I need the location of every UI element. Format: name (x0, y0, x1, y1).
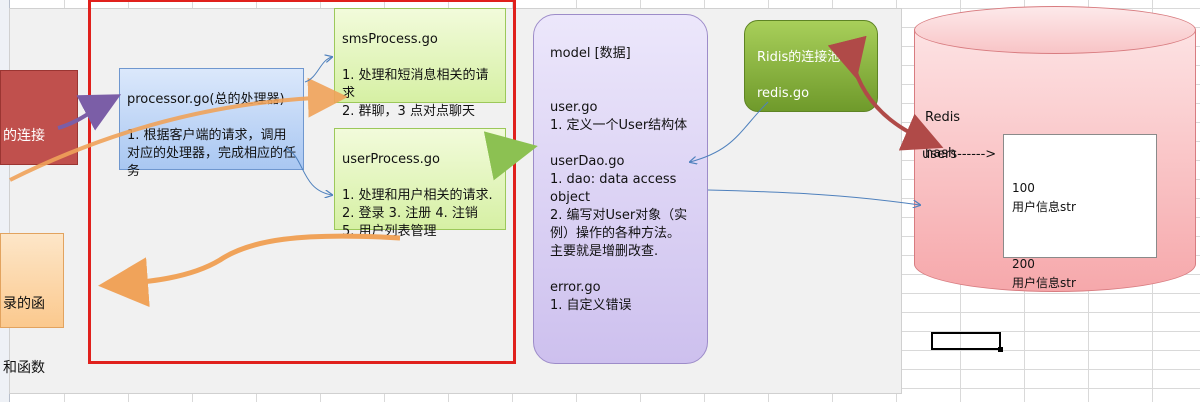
hash-table: 100 用户信息str 200 用户信息str (1003, 134, 1157, 290)
hash-row: 200 用户信息str (1012, 236, 1148, 293)
redis-pool-box: Ridis的连接池 redis.go (744, 20, 878, 112)
model-text: user.go 1. 定义一个User结构体 userDao.go 1. dao… (550, 100, 688, 313)
client-functions-line-1: 录的函 (3, 296, 45, 312)
processor-text: 1. 根据客户端的请求，调用对应的处理器，完成相应的任务 (127, 128, 297, 179)
processor-box: processor.go(总的处理器) 1. 根据客户端的请求，调用对应的处理器… (119, 68, 304, 179)
client-functions-line-2: 和函数 (3, 360, 45, 376)
hash-row-id: 200 (1012, 257, 1035, 271)
user-process-title: userProcess.go (342, 152, 441, 167)
hash-row-value: 用户信息str (1012, 276, 1076, 290)
model-title: model [数据] (550, 46, 631, 61)
redis-title: Redis (925, 110, 961, 125)
sms-process-text: 1. 处理和短消息相关的请求 2. 群聊，3 点对点聊天 (342, 68, 489, 119)
redis-pool-file: redis.go (757, 86, 810, 101)
users-label: users------> (922, 147, 997, 162)
redis-cylinder-top (914, 6, 1196, 54)
hash-row: 100 用户信息str (1012, 160, 1148, 217)
hash-row-id: 100 (1012, 181, 1035, 195)
user-process-box: userProcess.go 1. 处理和用户相关的请求. 2. 登录 3. 注… (334, 128, 506, 239)
user-process-text: 1. 处理和用户相关的请求. 2. 登录 3. 注册 4. 注销 5. 用户列表… (342, 188, 493, 239)
client-functions-box: 录的函 和函数 (0, 233, 64, 376)
sms-process-title: smsProcess.go (342, 32, 438, 47)
client-connection-text: 的连接 (3, 128, 45, 144)
sms-process-box: smsProcess.go 1. 处理和短消息相关的请求 2. 群聊，3 点对点… (334, 8, 506, 119)
redis-pool-title: Ridis的连接池 (757, 50, 841, 65)
processor-title: processor.go(总的处理器) (127, 92, 285, 107)
selected-cell[interactable] (931, 332, 1003, 352)
model-box: model [数据] user.go 1. 定义一个User结构体 userDa… (533, 14, 708, 364)
client-connection-box: 的连接 (0, 70, 78, 165)
hash-row-value: 用户信息str (1012, 200, 1076, 214)
